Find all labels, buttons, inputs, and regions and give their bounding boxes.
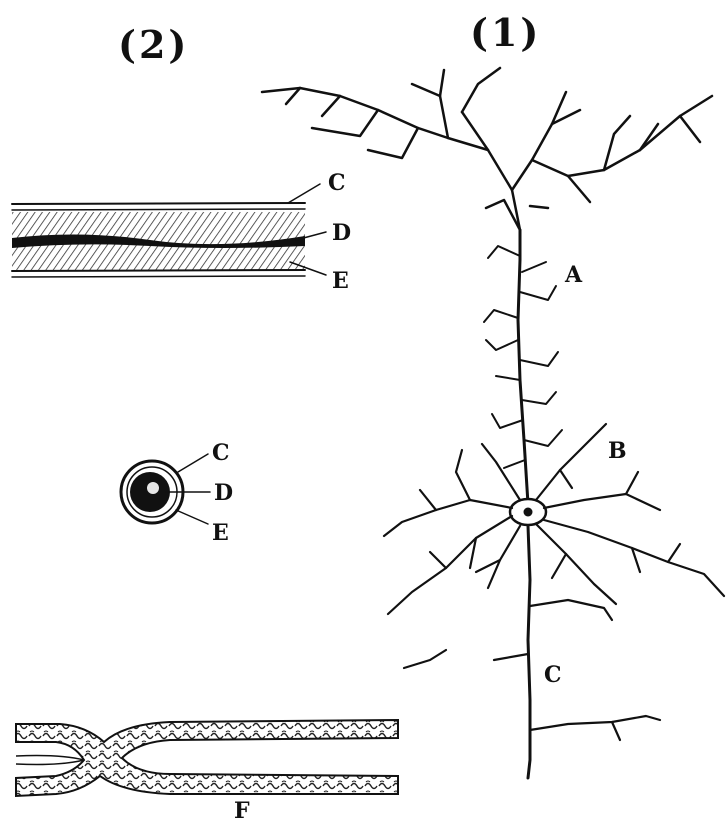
fiber-longitudinal: C D E [12,170,351,294]
basal-dendrites [384,424,724,614]
neuron-label-c: C [544,662,562,688]
outer-sheath-line [12,209,305,210]
leader-line [176,510,208,524]
fiber-label-d: D [332,220,351,246]
panel-2-title: (2) [118,22,189,67]
neuron-label-b: B [608,438,627,464]
cross-label-c: C [212,440,230,466]
branching-fiber: F [16,720,398,823]
outer-sheath-line [12,270,305,271]
fiber-label-f: F [234,798,250,823]
leader-line [288,184,320,203]
neuron-label-a: A [564,262,583,288]
fiber-cross-section: C D E [121,440,233,546]
outer-sheath-line [12,203,305,204]
core-highlight [147,482,159,494]
cross-label-d: D [214,480,233,506]
apical-dendrite-tuft [262,68,712,230]
panel-1-title: (1) [470,10,541,55]
outer-sheath-line [12,276,305,277]
leader-line [178,454,208,472]
nucleus [524,508,533,517]
fiber-label-c: C [328,170,346,196]
axon-collaterals [404,600,660,740]
axon [528,526,530,778]
fiber-split-line [16,756,84,765]
cross-label-e: E [212,520,229,546]
fiber-label-e: E [332,268,349,294]
